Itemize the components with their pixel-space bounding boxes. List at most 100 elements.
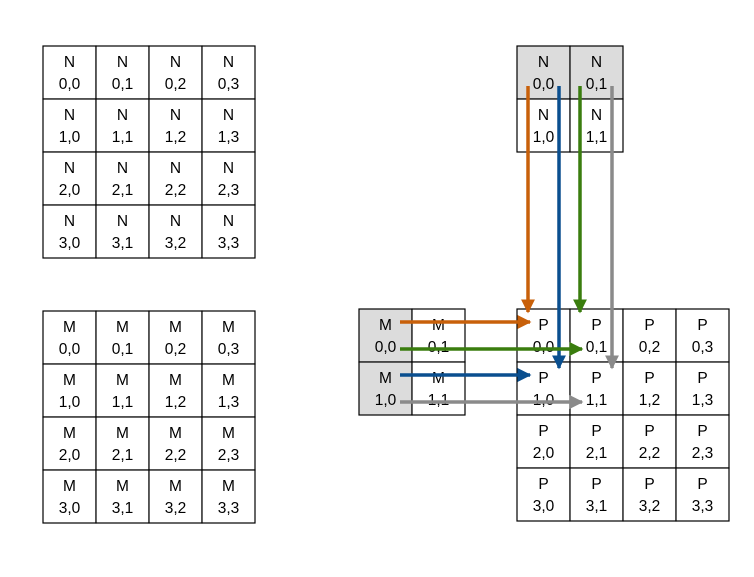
- cell-n-1-3: N1,3: [201, 98, 256, 153]
- cell-box: [148, 416, 203, 471]
- cell-box: [42, 363, 97, 418]
- cell-index: 2,3: [218, 447, 240, 464]
- cell-index: 1,0: [533, 129, 555, 146]
- matrix-n: N0,0N0,1N0,2N0,3N1,0N1,1N1,2N1,3N2,0N2,1…: [42, 45, 256, 259]
- cell-n-3-0: N 3,0: [42, 204, 97, 259]
- cell-box: [516, 98, 571, 153]
- cell-n-3-2: N3,2: [148, 204, 203, 259]
- cell-letter: P: [538, 476, 548, 493]
- cell-letter: N: [223, 213, 234, 230]
- cell-n-tile-1-0: N 1,0: [516, 98, 571, 153]
- cell-p-2-1: P2,1: [569, 414, 624, 469]
- cell-box: [148, 469, 203, 524]
- cell-letter: M: [432, 317, 445, 334]
- cell-letter: M: [169, 478, 182, 495]
- cell-letter: P: [644, 476, 654, 493]
- cell-index: 0,2: [165, 76, 187, 93]
- cell-letter: N: [223, 54, 234, 71]
- cell-box: [622, 467, 677, 522]
- cell-box: [95, 45, 150, 100]
- cell-index: 2,1: [112, 182, 134, 199]
- cell-p-3-0: P 3,0: [516, 467, 571, 522]
- cell-letter: P: [538, 370, 548, 387]
- cell-box: [42, 469, 97, 524]
- cell-p-2-0: P2,0: [516, 414, 571, 469]
- cell-index: 0,3: [218, 341, 240, 358]
- cell-m-3-2: M3,2: [148, 469, 203, 524]
- cell-index: 0,1: [112, 76, 134, 93]
- cell-letter: P: [644, 370, 654, 387]
- cell-letter: M: [432, 370, 445, 387]
- cell-n-tile-0-1: N0,1: [569, 45, 624, 100]
- cell-n-1-0: N 1,0: [42, 98, 97, 153]
- cell-letter: P: [591, 317, 601, 334]
- arrows-layer: [400, 86, 619, 409]
- cell-letter: P: [591, 370, 601, 387]
- cell-index: 0,0: [59, 341, 81, 358]
- cell-index: 1,1: [586, 392, 608, 409]
- cell-index: 3,0: [533, 498, 555, 515]
- cell-letter: N: [591, 107, 602, 124]
- cell-p-0-0: P0,0: [516, 308, 571, 363]
- cell-m-1-1: M1,1: [95, 363, 150, 418]
- cell-m-0-2: M 0,2: [148, 310, 203, 365]
- cell-p-0-1: P0,1: [569, 308, 624, 363]
- cell-index: 0,0: [533, 76, 555, 93]
- cell-m-3-1: M3,1: [95, 469, 150, 524]
- cell-n-2-3: N2,3: [201, 151, 256, 206]
- cell-letter: N: [64, 213, 75, 230]
- cell-box: [516, 467, 571, 522]
- cell-index: 0,3: [218, 76, 240, 93]
- cell-index: 0,1: [112, 341, 134, 358]
- cell-box: [358, 361, 413, 416]
- cell-index: 3,0: [59, 235, 81, 252]
- cell-index: 3,1: [586, 498, 608, 515]
- cell-box: [201, 416, 256, 471]
- cell-index: 2,1: [586, 445, 608, 462]
- cell-letter: N: [170, 107, 181, 124]
- cell-index: 0,3: [692, 339, 714, 356]
- cell-index: 1,1: [586, 129, 608, 146]
- cell-index: 3,3: [218, 235, 240, 252]
- cell-index: 1,0: [59, 394, 81, 411]
- cell-letter: M: [63, 372, 76, 389]
- cell-letter: P: [697, 476, 707, 493]
- cell-index: 3,2: [639, 498, 661, 515]
- cell-index: 1,0: [375, 392, 397, 409]
- cell-index: 1,3: [218, 394, 240, 411]
- cell-letter: M: [169, 425, 182, 442]
- cell-p-1-2: P1,2: [622, 361, 677, 416]
- cell-letter: M: [116, 425, 129, 442]
- cell-box: [675, 361, 730, 416]
- cell-letter: M: [222, 478, 235, 495]
- cell-m-tile-1-1: M1,1: [411, 361, 466, 416]
- cell-letter: M: [222, 319, 235, 336]
- matrix-m-tile: M0,0M0,1M1,0M1,1: [358, 308, 466, 416]
- cell-m-2-2: M2,2: [148, 416, 203, 471]
- cell-index: 1,1: [112, 129, 134, 146]
- cell-index: 0,2: [165, 341, 187, 358]
- cell-letter: N: [64, 160, 75, 177]
- cell-box: [42, 204, 97, 259]
- cell-letter: M: [63, 425, 76, 442]
- cell-n-2-2: N2,2: [148, 151, 203, 206]
- cell-box: [358, 308, 413, 363]
- cell-letter: N: [64, 54, 75, 71]
- cell-n-0-3: N 0,3: [201, 45, 256, 100]
- cell-box: [42, 310, 97, 365]
- cell-letter: P: [697, 423, 707, 440]
- cell-letter: M: [222, 425, 235, 442]
- cell-letter: N: [64, 107, 75, 124]
- cell-index: 2,0: [533, 445, 555, 462]
- cell-m-0-1: M0,1: [95, 310, 150, 365]
- cell-p-3-2: P 3,2: [622, 467, 677, 522]
- cell-m-tile-1-0: M1,0: [358, 361, 413, 416]
- cell-m-2-1: M 2,1: [95, 416, 150, 471]
- cell-letter: M: [169, 319, 182, 336]
- cell-index: 1,0: [59, 129, 81, 146]
- cell-index: 2,1: [112, 447, 134, 464]
- cell-letter: N: [117, 107, 128, 124]
- cell-p-1-3: P1,3: [675, 361, 730, 416]
- cell-letter: N: [538, 107, 549, 124]
